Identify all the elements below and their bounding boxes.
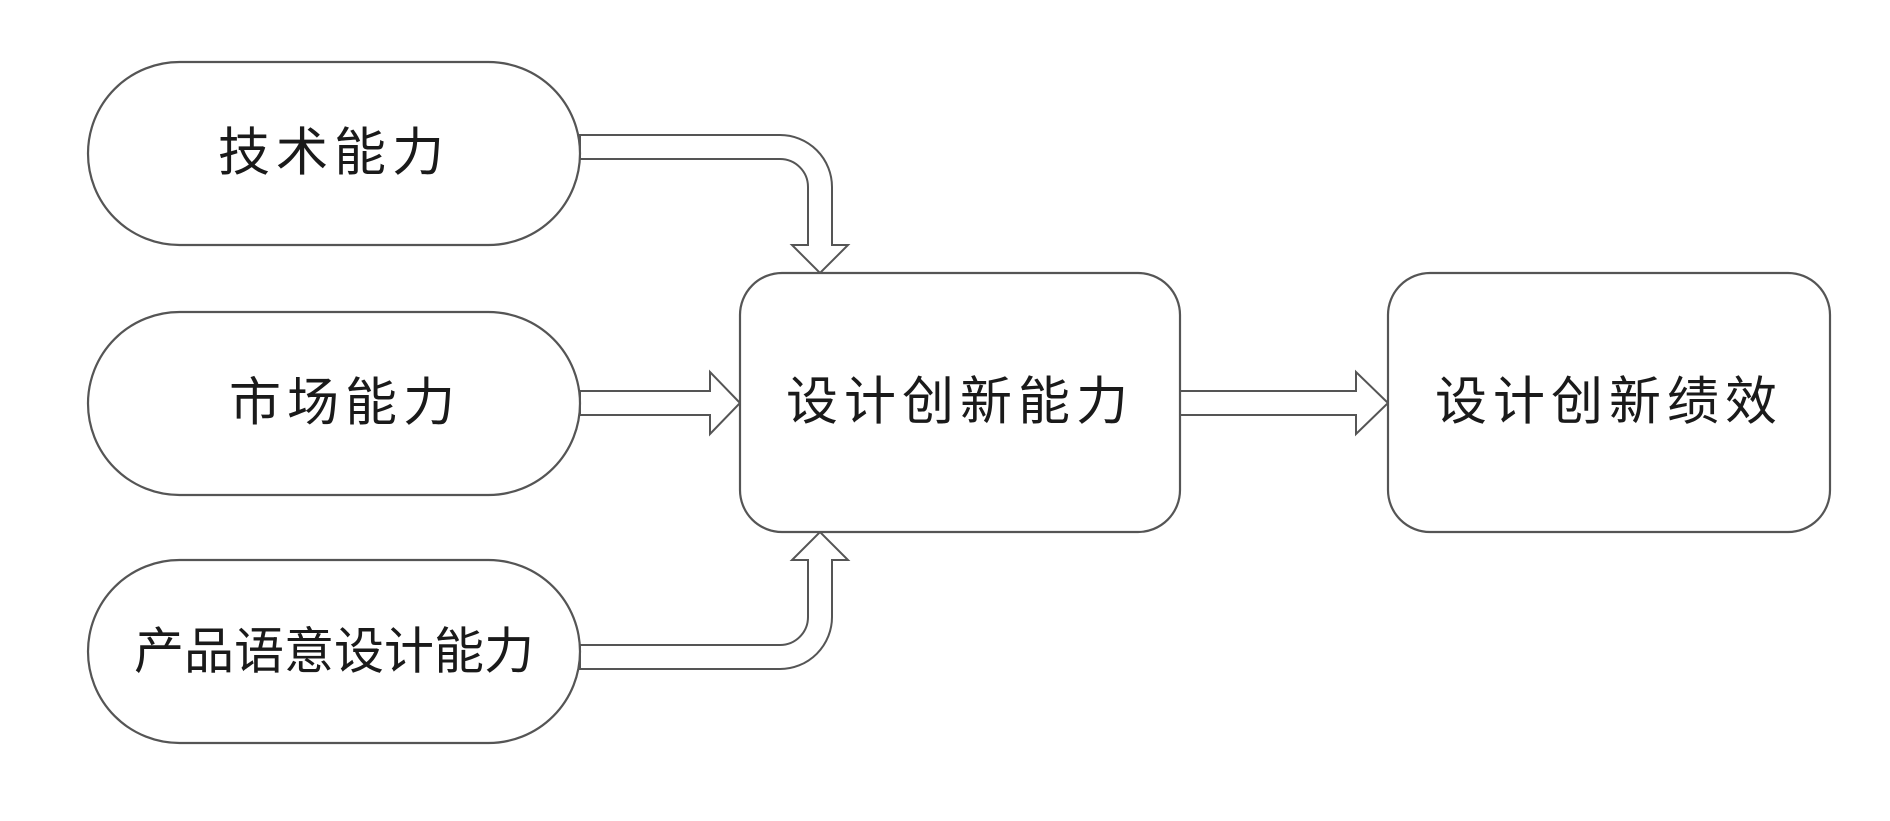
arrow-capability-to-performance xyxy=(1179,369,1390,437)
node-innovation-capability xyxy=(738,271,1182,534)
node-market xyxy=(86,310,582,497)
arrow-semantic-to-capability xyxy=(579,530,851,670)
node-semantic-label: 产品语意设计能力 xyxy=(134,623,534,681)
node-technical xyxy=(86,60,582,247)
node-technical-label: 技术能力 xyxy=(218,124,450,184)
arrow-market-to-capability xyxy=(579,369,742,437)
node-innovation-capability-label: 设计创新能力 xyxy=(786,373,1134,433)
node-innovation-performance xyxy=(1386,271,1832,534)
node-market-label: 市场能力 xyxy=(229,374,461,434)
node-semantic xyxy=(86,558,582,745)
arrow-technical-to-capability xyxy=(579,134,851,275)
node-innovation-performance-label: 设计创新绩效 xyxy=(1435,373,1783,433)
